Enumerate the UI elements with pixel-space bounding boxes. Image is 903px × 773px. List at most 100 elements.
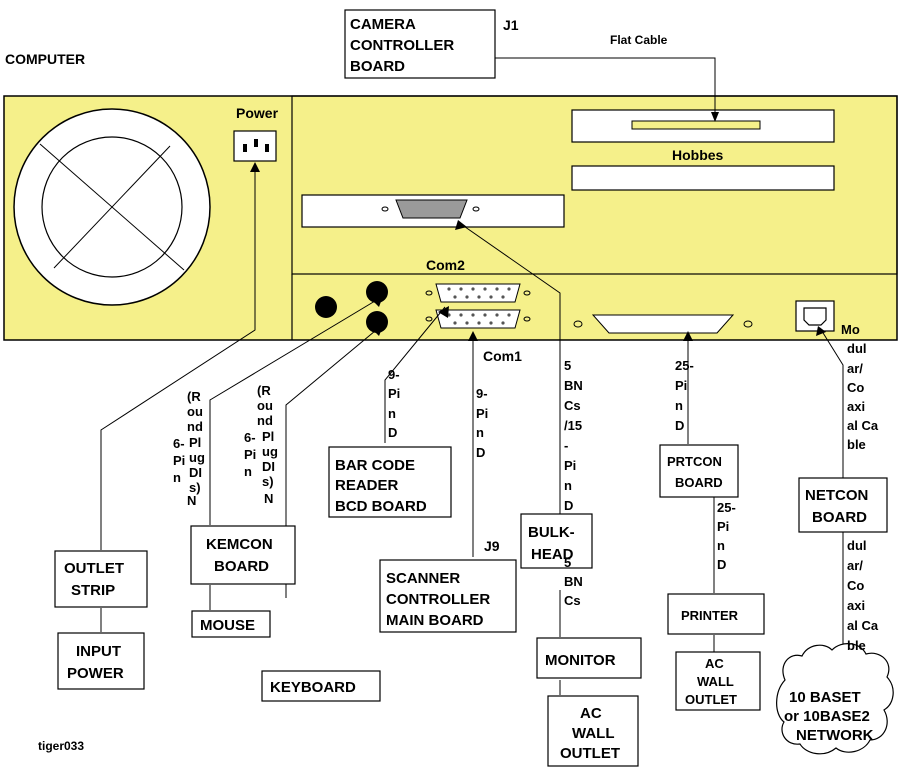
kemcon-line: BOARD: [214, 558, 269, 575]
screw-hole: [743, 320, 753, 328]
svg-text:dul: dul: [847, 538, 867, 553]
screw-hole: [381, 206, 389, 212]
flat-cable-label: Flat Cable: [610, 33, 668, 47]
bar-code-board: [328, 446, 452, 518]
svg-text:Pl: Pl: [262, 429, 274, 444]
svg-text:D: D: [564, 498, 573, 513]
com1-cable-label: 9- Pi n D: [476, 386, 488, 460]
network-line: NETWORK: [796, 727, 874, 744]
bar-code-line: READER: [335, 477, 399, 494]
arrowhead: [683, 331, 693, 341]
svg-text:D: D: [388, 425, 397, 440]
netcon-line: BOARD: [812, 509, 867, 526]
arrowhead: [816, 326, 826, 336]
svg-text:6-: 6-: [244, 430, 256, 445]
svg-text:(R: (R: [187, 389, 201, 404]
svg-text:ar/: ar/: [847, 558, 863, 573]
input-power-line: INPUT: [76, 643, 121, 660]
com2-port: [435, 283, 521, 303]
flat-cable-line: [495, 57, 716, 120]
prtcon-line: BOARD: [675, 475, 723, 490]
power-pin: [243, 144, 247, 152]
rj45-socket: [803, 307, 827, 326]
screw-hole: [472, 206, 480, 212]
netcon-board: [798, 477, 888, 533]
svg-text:Pi: Pi: [717, 519, 729, 534]
outlet-strip-line: OUTLET: [64, 560, 124, 577]
outlet-strip-box: [54, 550, 148, 608]
input-power-line: POWER: [67, 665, 124, 682]
svg-text:n: n: [476, 425, 484, 440]
svg-text:n: n: [173, 470, 181, 485]
arrowhead: [438, 306, 449, 318]
svg-text:N: N: [187, 493, 196, 508]
svg-text:nd: nd: [257, 413, 273, 428]
svg-text:Pl: Pl: [189, 435, 201, 450]
com1-port: [435, 309, 521, 329]
flat-cable-connector: [631, 120, 761, 130]
com2-label: Com2: [426, 257, 465, 273]
scanner-controller-board: [379, 559, 517, 633]
mouse-label: MOUSE: [200, 617, 255, 634]
kemcon-board: [190, 525, 296, 585]
ac-wall-outlet-line: AC: [580, 705, 602, 722]
svg-text:Cs: Cs: [564, 593, 581, 608]
svg-text:Co: Co: [847, 380, 864, 395]
svg-text:ar/: ar/: [847, 361, 863, 376]
svg-text:Co: Co: [847, 578, 864, 593]
svg-text:6-: 6-: [173, 436, 185, 451]
svg-text:D: D: [717, 557, 726, 572]
input-power-box: [57, 632, 145, 690]
parallel-port: [591, 314, 735, 334]
svg-text:5: 5: [564, 555, 571, 570]
com2-pins: [447, 287, 511, 299]
svg-text:Pi: Pi: [675, 378, 687, 393]
hobbes-label: Hobbes: [672, 147, 724, 163]
screw-hole: [573, 320, 583, 328]
svg-text:dul: dul: [847, 341, 867, 356]
mouse-port: [366, 281, 388, 303]
mouse-cable: [209, 300, 376, 525]
svg-text:/15: /15: [564, 418, 582, 433]
bar-code-line: BCD BOARD: [335, 498, 427, 515]
arrowhead: [468, 331, 478, 341]
svg-text:n: n: [717, 538, 725, 553]
svg-text:n: n: [675, 398, 683, 413]
arrowhead: [455, 220, 467, 230]
fan-blade-line: [53, 145, 171, 269]
svg-text:ug: ug: [189, 450, 205, 465]
printer-cable-label: 25- Pi n D: [675, 358, 694, 433]
svg-text:DI: DI: [189, 465, 202, 480]
prtcon-line: PRTCON: [667, 454, 722, 469]
svg-text:ou: ou: [257, 398, 273, 413]
com1-label: Com1: [483, 348, 522, 364]
screw-hole: [523, 316, 531, 322]
keyboard-label: KEYBOARD: [270, 679, 356, 696]
svg-text:n: n: [564, 478, 572, 493]
scanner-line: CONTROLLER: [386, 591, 490, 608]
com1-pins: [447, 313, 511, 325]
svg-text:n: n: [388, 406, 396, 421]
network-cable-label: Mo dul ar/ Co axi al Ca ble: [841, 322, 879, 452]
power-label: Power: [236, 105, 279, 121]
svg-text:BN: BN: [564, 574, 583, 589]
monitor-box: [536, 637, 642, 679]
computer-label: COMPUTER: [5, 51, 85, 67]
svg-text:D: D: [675, 418, 684, 433]
svg-text:ble: ble: [847, 437, 866, 452]
svg-text:ble: ble: [847, 638, 866, 653]
arrowhead: [370, 326, 383, 336]
screw-hole: [425, 290, 433, 296]
svg-text:25-: 25-: [675, 358, 694, 373]
network-cloud: [776, 643, 894, 755]
bulkhead-line: HEAD: [531, 546, 574, 563]
monitor-bnc-label: 5 BN Cs: [564, 555, 583, 608]
j9-label: J9: [484, 538, 500, 554]
kemcon-line: KEMCON: [206, 536, 273, 553]
svg-text:9-: 9-: [388, 367, 400, 382]
svg-text:5: 5: [564, 358, 571, 373]
svg-text:Pi: Pi: [476, 406, 488, 421]
prtcon-board: [659, 444, 739, 498]
monitor-cable-label: 5 BN Cs /15 - Pi n D: [564, 358, 583, 513]
svg-text:N: N: [264, 491, 273, 506]
